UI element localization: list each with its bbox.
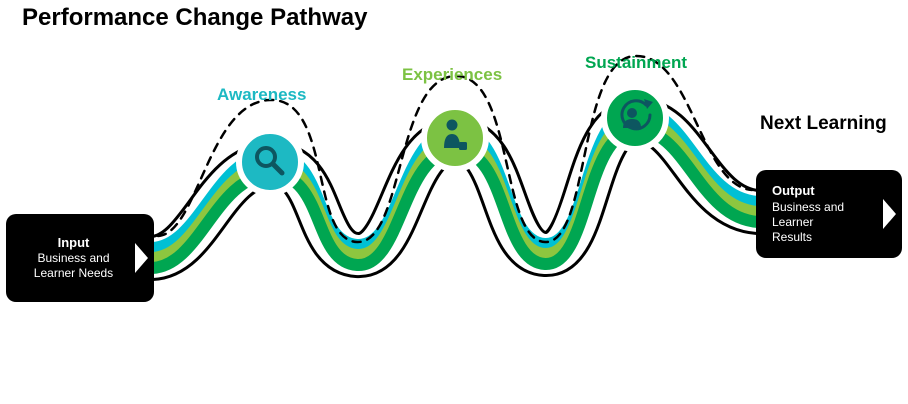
input-line-1: Business and xyxy=(37,251,110,266)
stage-label-experiences: Experiences xyxy=(402,65,503,84)
stage-circle-sustainment xyxy=(601,84,669,152)
arrow-right-icon xyxy=(883,199,896,229)
input-box: Input Business and Learner Needs xyxy=(6,214,154,302)
person-refresh-icon xyxy=(620,99,653,131)
page-title: Performance Change Pathway xyxy=(22,4,368,31)
magnifier-icon xyxy=(255,146,285,176)
output-line-2: Learner xyxy=(772,214,814,229)
stage-label-sustainment: Sustainment xyxy=(585,53,688,72)
person-icon xyxy=(444,119,467,150)
input-line-2: Learner Needs xyxy=(33,266,114,281)
stage-label-awareness: Awareness xyxy=(217,85,307,104)
stage-node-sustainment xyxy=(601,84,669,152)
next-learning-label: Next Learning xyxy=(760,113,887,134)
input-heading: Input xyxy=(57,234,90,250)
output-box-text: Output Business and Learner Results xyxy=(772,183,879,244)
arrow-right-icon xyxy=(135,243,148,273)
output-heading: Output xyxy=(772,183,815,199)
stage-circle-awareness xyxy=(236,128,304,196)
stage-node-experiences xyxy=(421,104,489,172)
stage-node-awareness xyxy=(236,128,304,196)
output-line-3: Results xyxy=(772,229,813,244)
dashed-journey-line xyxy=(156,54,754,244)
output-box: Output Business and Learner Results xyxy=(756,170,902,258)
output-line-1: Business and xyxy=(772,199,845,214)
input-box-text: Input Business and Learner Needs xyxy=(16,235,131,281)
